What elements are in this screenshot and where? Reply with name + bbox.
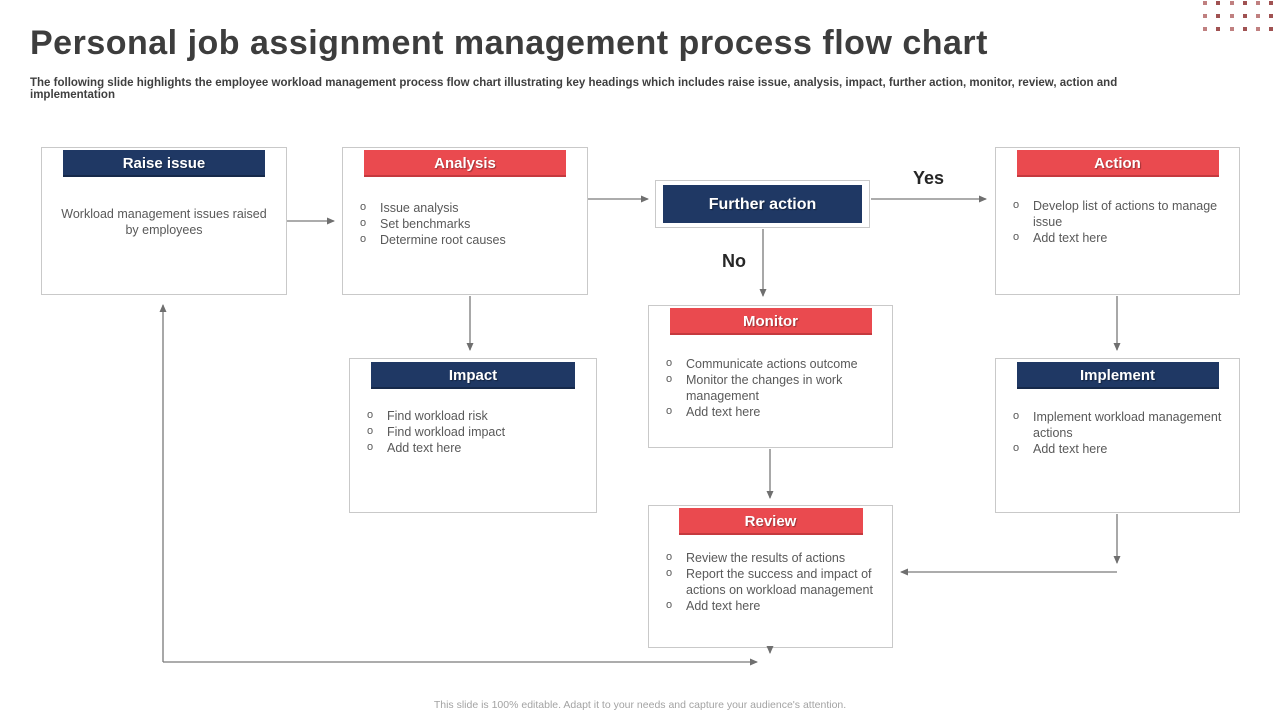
flow-box-further-action: Further action [655,180,870,228]
implement-header: Implement [1016,362,1219,389]
list-item: Communicate actions outcome [659,355,890,372]
flow-box-action: Action Develop list of actions to manage… [995,147,1240,295]
analysis-header: Analysis [364,150,566,177]
flow-box-review: Review Review the results of actions Rep… [648,505,893,648]
list-item: Determine root causes [353,231,583,248]
list-item: Set benchmarks [353,215,583,232]
impact-header: Impact [371,362,575,389]
list-item: Find workload impact [360,423,594,440]
page-subtitle: The following slide highlights the emplo… [30,77,1118,101]
flow-box-raise-issue: Raise issue Workload management issues r… [41,147,287,295]
monitor-header: Monitor [669,308,872,335]
implement-bullet-list: Implement workload management actions Ad… [1006,408,1237,457]
flow-box-analysis: Analysis Issue analysis Set benchmarks D… [342,147,588,295]
list-item: Issue analysis [353,199,583,216]
list-item: Add text here [659,597,890,614]
further-action-label: Further action [663,185,862,223]
analysis-bullet-list: Issue analysis Set benchmarks Determine … [353,199,583,248]
list-item: Add text here [659,403,890,420]
list-item: Add text here [1006,440,1237,457]
slide-footer-note: This slide is 100% editable. Adapt it to… [433,699,847,711]
action-header: Action [1016,150,1219,177]
list-item: Monitor the changes in work management [659,371,890,404]
raise-issue-header: Raise issue [63,150,265,177]
list-item: Add text here [1006,229,1235,246]
flow-box-impact: Impact Find workload risk Find workload … [349,358,597,513]
list-item: Implement workload management actions [1006,408,1237,441]
decorative-dots-pattern [1203,1,1277,35]
raise-issue-body: Workload management issues raised by emp… [61,207,267,237]
list-item: Add text here [360,439,594,456]
flow-box-implement: Implement Implement workload management … [995,358,1240,513]
list-item: Review the results of actions [659,549,890,566]
flow-box-monitor: Monitor Communicate actions outcome Moni… [648,305,893,448]
monitor-bullet-list: Communicate actions outcome Monitor the … [659,355,890,420]
action-bullet-list: Develop list of actions to manage issue … [1006,197,1235,246]
list-item: Find workload risk [360,407,594,424]
impact-bullet-list: Find workload risk Find workload impact … [360,407,594,456]
review-bullet-list: Review the results of actions Report the… [659,549,890,614]
list-item: Develop list of actions to manage issue [1006,197,1235,230]
page-title: Personal job assignment management proce… [30,24,988,62]
branch-label-no: No [722,251,746,271]
branch-label-yes: Yes [913,168,945,188]
list-item: Report the success and impact of actions… [659,565,890,598]
review-header: Review [678,508,863,535]
